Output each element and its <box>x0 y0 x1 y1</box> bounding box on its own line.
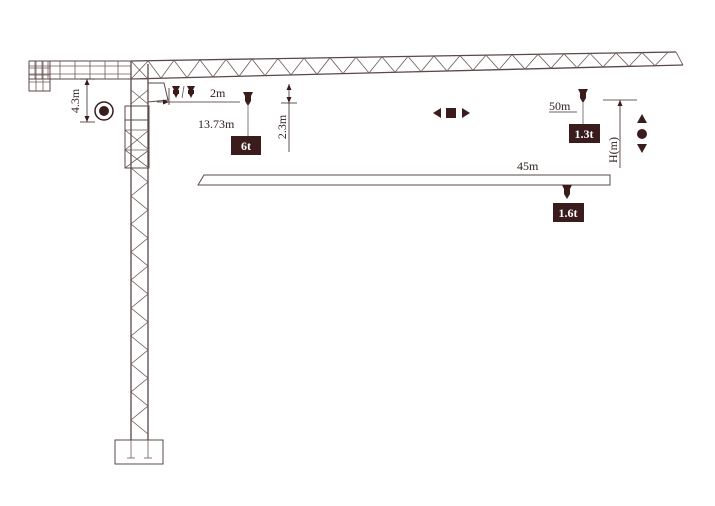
dim-counter-jib-drop: 4.3m <box>68 78 95 123</box>
alternate-jib <box>197 174 611 186</box>
counter-jib <box>28 60 132 80</box>
tower-base <box>114 439 164 465</box>
counterweight <box>28 60 51 92</box>
main-jib <box>130 51 684 80</box>
trolley-icon <box>187 86 195 98</box>
slewing-drum-icon <box>94 101 114 121</box>
dim-trolley-gap: 2m <box>157 86 240 105</box>
tip-load-label: 1.3t <box>575 127 594 141</box>
dim-height: H(m) <box>603 99 637 168</box>
height-label: H(m) <box>606 137 620 163</box>
max-load-hook: 6t 13.73m <box>198 92 261 155</box>
up-down-arrows-icon <box>637 114 647 153</box>
counter-jib-drop-label: 4.3m <box>68 88 82 113</box>
trolley-pair <box>172 85 195 99</box>
tip-radius-label: 50m <box>549 99 571 113</box>
hook-icon <box>243 92 253 106</box>
max-load-label: 6t <box>241 139 251 153</box>
tip-load-hook: 1.3t 50m <box>549 89 600 143</box>
trolley-gap-label: 2m <box>210 86 226 100</box>
hook-drop-label: 2.3m <box>275 114 289 139</box>
alt-jib-tip: 45m 1.6t <box>517 159 584 222</box>
dim-hook-drop: 2.3m <box>275 84 297 152</box>
tower-mast <box>130 167 149 440</box>
alt-jib-length-label: 45m <box>517 159 539 173</box>
hook-icon <box>578 89 588 103</box>
max-lift-radius-label: 13.73m <box>198 117 235 131</box>
trolley-icon <box>172 86 180 98</box>
left-right-arrows-icon <box>433 108 470 118</box>
tower-head <box>124 60 169 169</box>
alt-tip-load-label: 1.6t <box>559 206 578 220</box>
hook-icon <box>562 185 572 199</box>
